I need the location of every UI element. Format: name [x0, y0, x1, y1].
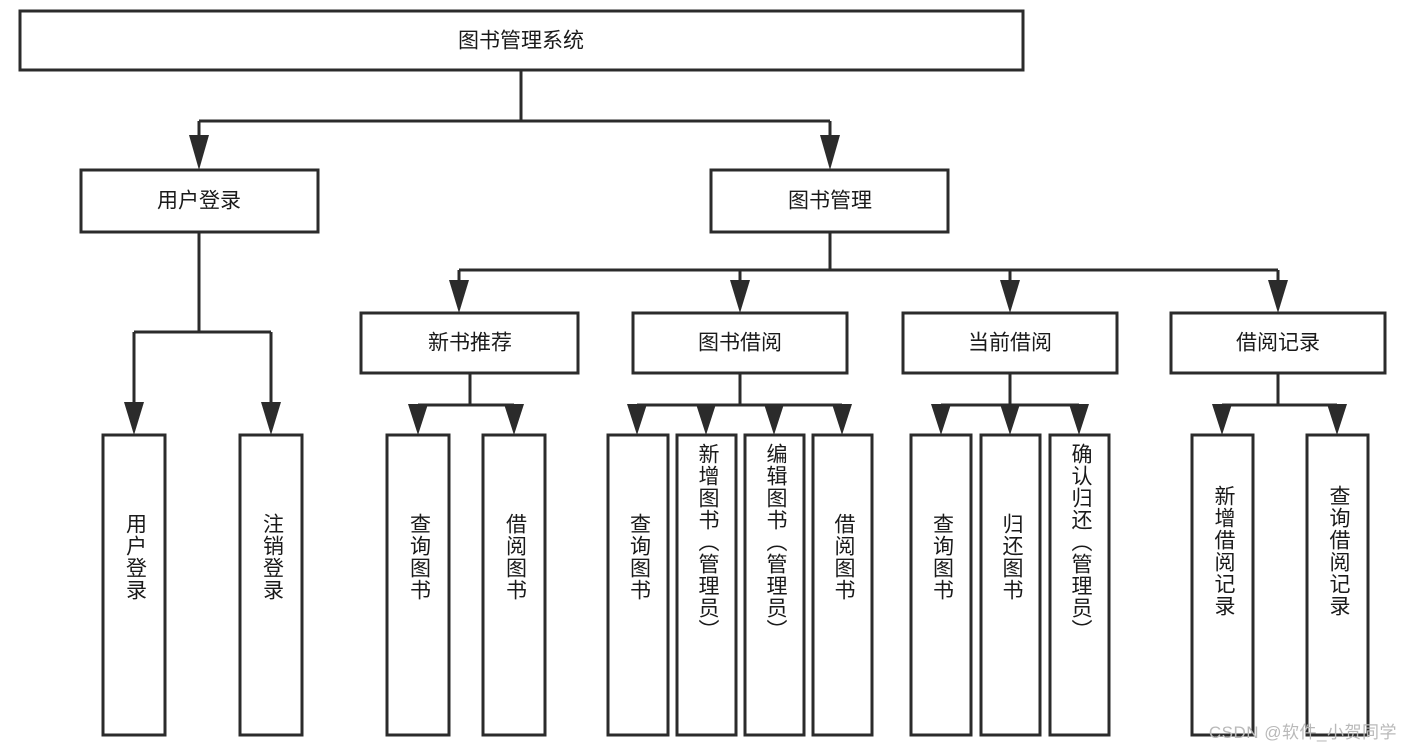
node-leaf-logout[interactable] [238, 433, 304, 737]
node-borrow-record[interactable] [1169, 311, 1387, 375]
node-user-login-label: 用户登录 [157, 190, 241, 213]
node-root-book-management-system[interactable] [18, 9, 1025, 72]
node-leaf-bb-borrow-book[interactable] [811, 433, 874, 737]
arrow-head-br-leaf-1 [1212, 404, 1232, 435]
connector-layer [124, 70, 1347, 435]
node-leaf-user-login[interactable] [101, 433, 167, 737]
node-book-management[interactable] [709, 168, 950, 234]
node-leaf-br-add-record[interactable] [1190, 433, 1255, 737]
arrow-head-br-leaf-2 [1327, 404, 1347, 435]
arrow-head-user-login [189, 135, 209, 170]
arrow-head-leaf-user-login [124, 402, 144, 435]
node-leaf-bb-add-book[interactable] [675, 433, 738, 737]
node-leaf-cb-return-book[interactable] [979, 433, 1042, 737]
node-leaf-bb-edit-book[interactable] [743, 433, 806, 737]
node-current-borrow[interactable] [901, 311, 1119, 375]
node-current-borrow-label: 当前借阅 [968, 332, 1052, 355]
csdn-watermark: CSDN @软件_小贺同学 [1208, 723, 1397, 742]
node-user-login[interactable] [79, 168, 320, 234]
node-book-management-label: 图书管理 [788, 190, 872, 213]
arrow-head-bb-leaf-3 [764, 404, 784, 435]
node-leaf-bb-query-book[interactable] [606, 433, 670, 737]
node-book-borrow-label: 图书借阅 [698, 332, 782, 355]
arrow-head-nb-leaf-1 [408, 404, 428, 435]
node-layer: 图书管理系统 用户登录 图书管理 新书推荐 图书借阅 当前借阅 借阅记录 [18, 9, 1387, 737]
arrow-head-new-book [449, 280, 469, 313]
node-new-book-recommend[interactable] [359, 311, 580, 375]
node-borrow-record-label: 借阅记录 [1236, 332, 1320, 355]
arrow-head-borrow-record [1268, 280, 1288, 313]
arrow-head-book-mgmt [820, 135, 840, 170]
node-leaf-cb-confirm-return[interactable] [1048, 433, 1111, 737]
arrow-head-bb-leaf-1 [627, 404, 647, 435]
arrow-head-bb-leaf-4 [832, 404, 852, 435]
node-leaf-nb-query-book[interactable] [385, 433, 451, 737]
node-leaf-nb-borrow-book[interactable] [481, 433, 547, 737]
arrow-head-nb-leaf-2 [504, 404, 524, 435]
arrow-head-bb-leaf-2 [696, 404, 716, 435]
arrow-head-book-borrow [730, 280, 750, 313]
node-root-label: 图书管理系统 [458, 30, 584, 53]
node-leaf-br-query-record[interactable] [1305, 433, 1370, 737]
arrow-head-leaf-logout [261, 402, 281, 435]
node-new-book-recommend-label: 新书推荐 [428, 332, 512, 355]
arrow-head-cb-leaf-2 [1000, 404, 1020, 435]
node-leaf-cb-query-book[interactable] [909, 433, 973, 737]
arrow-head-current-borrow [1000, 280, 1020, 313]
node-book-borrow[interactable] [631, 311, 849, 375]
arrow-head-cb-leaf-1 [931, 404, 951, 435]
arrow-head-cb-leaf-3 [1069, 404, 1089, 435]
